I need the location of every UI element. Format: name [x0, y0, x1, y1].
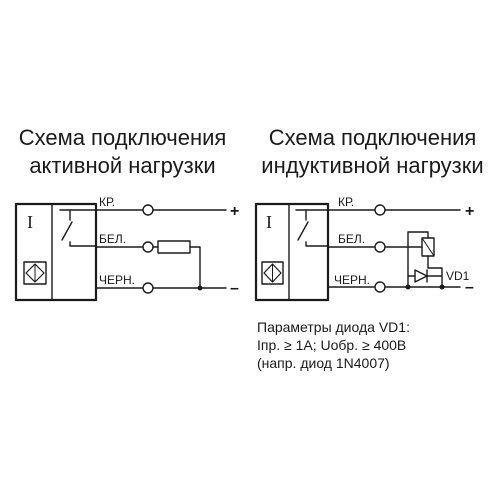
right-minus-sign: – [465, 279, 474, 296]
left-terminal-black [142, 282, 154, 294]
left-sensor-body [14, 202, 98, 302]
right-diode-branch-top [407, 231, 429, 269]
left-label-blue: БЕЛ. [99, 232, 126, 246]
right-label-blue: БЕЛ. [338, 232, 365, 246]
right-inductive-sensor-icon [261, 261, 284, 285]
right-terminal-brown [374, 204, 386, 216]
right-title-line-2: индуктивной нагрузки [261, 153, 484, 178]
right-terminal-blue [374, 241, 386, 253]
right-label-brown: КР. [338, 195, 354, 209]
left-terminal-brown [142, 204, 154, 216]
left-terminal-blue [142, 241, 154, 253]
right-diagram [254, 202, 461, 302]
left-switch-contact-icon [59, 209, 97, 247]
left-title-line-2: активной нагрузки [29, 153, 216, 178]
right-sensor-label: I [266, 212, 272, 232]
left-plus-sign: + [230, 203, 239, 220]
diode-params-line-1: Параметры диода VD1: [257, 319, 410, 335]
right-diagram-title: Схема подключения индуктивной нагрузки [245, 124, 500, 180]
right-coil-return [427, 255, 443, 288]
left-minus-sign: – [230, 280, 239, 297]
left-diagram [14, 202, 227, 302]
left-label-black: ЧЕРН. [99, 273, 135, 287]
right-label-black: ЧЕРН. [334, 273, 370, 287]
right-terminal-black [374, 281, 386, 293]
diode-params-line-2: Iпр. ≥ 1А; Uобр. ≥ 400В [257, 337, 407, 353]
left-label-brown: КР. [99, 195, 115, 209]
right-title-line-1: Схема подключения [268, 125, 477, 150]
right-plus-sign: + [465, 203, 474, 220]
diode-label: VD1 [446, 269, 470, 283]
left-title-line-1: Схема подключения [18, 125, 227, 150]
diode-params-line-3: (напр. диод 1N4007) [257, 355, 390, 371]
left-load-resistor [157, 240, 191, 254]
left-load-return [189, 246, 201, 289]
diode-parameters: Параметры диода VD1: Iпр. ≥ 1А; Uобр. ≥ … [257, 318, 410, 372]
right-switch-contact-icon [295, 209, 329, 247]
left-sensor-label: I [27, 212, 33, 232]
left-inductive-sensor-icon [23, 261, 47, 285]
left-diagram-title: Схема подключения активной нагрузки [0, 124, 245, 180]
right-sensor-body [254, 202, 330, 302]
right-flyback-diode-icon [407, 269, 443, 283]
